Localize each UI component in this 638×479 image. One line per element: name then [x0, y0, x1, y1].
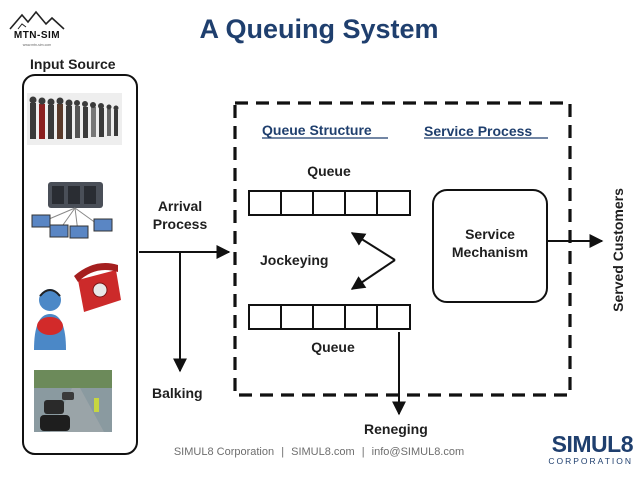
service-label-1: Service	[465, 226, 515, 242]
reneging-label: Reneging	[364, 421, 428, 437]
queue-top-label: Queue	[307, 163, 351, 179]
service-mechanism-box	[432, 189, 548, 303]
page-title: A Queuing System	[199, 14, 439, 44]
footer: SIMUL8 Corporation | SIMUL8.com | info@S…	[0, 446, 638, 458]
logo-tagline: www.mtn-sim.com	[22, 43, 52, 47]
call-center-image	[34, 263, 121, 350]
footer-company: SIMUL8 Corporation	[173, 446, 275, 458]
mtn-sim-logo	[8, 9, 66, 51]
balking-label: Balking	[152, 385, 203, 401]
queue-structure-label: Queue Structure	[262, 122, 372, 138]
arrival-label-2: Process	[152, 216, 208, 232]
footer-separator: |	[281, 446, 285, 458]
jockeying-arrows	[350, 232, 396, 290]
bottom-queue-boxes	[248, 304, 411, 330]
logo-name: MTN-SIM	[13, 30, 61, 41]
mountain-icon	[9, 10, 65, 30]
traffic-image	[34, 370, 112, 432]
footer-email: info@SIMUL8.com	[371, 446, 465, 458]
computer-network-image	[31, 182, 113, 239]
simul8-logo-sub: CORPORATION	[548, 456, 633, 466]
input-source-box	[22, 74, 138, 455]
input-source-label: Input Source	[30, 56, 116, 72]
top-queue-boxes	[248, 190, 411, 216]
arrival-label-1: Arrival	[157, 198, 203, 214]
queue-bottom-label: Queue	[311, 339, 355, 355]
people-queue-image	[27, 93, 122, 145]
footer-separator: |	[361, 446, 365, 458]
service-process-label: Service Process	[424, 123, 533, 139]
jockeying-label: Jockeying	[260, 252, 329, 268]
served-customers-label: Served Customers	[610, 188, 626, 312]
served-customers-container: Served Customers	[593, 170, 638, 330]
service-label-2: Mechanism	[451, 244, 529, 260]
simul8-logo-name: SIMUL8	[551, 431, 634, 457]
footer-site: SIMUL8.com	[291, 446, 355, 458]
